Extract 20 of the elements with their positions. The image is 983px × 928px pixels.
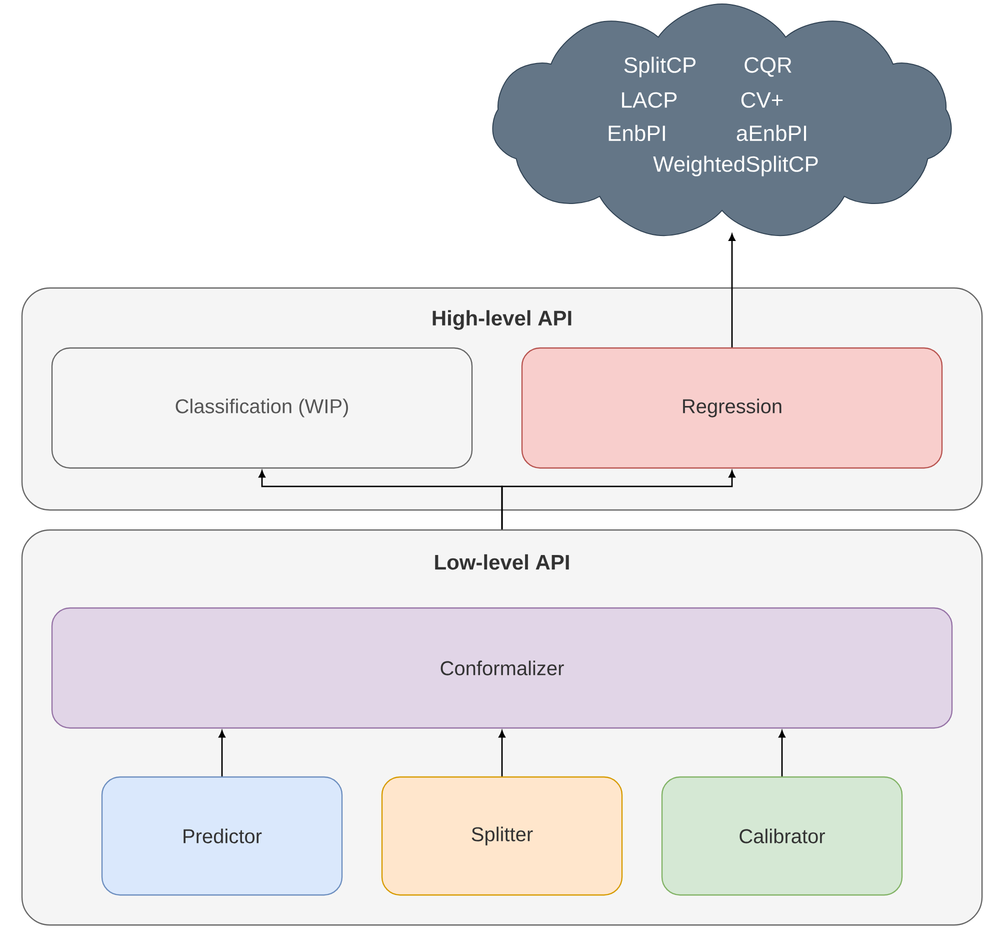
process-box: Conformalizer [51,607,953,729]
method-name: EnbPI [608,124,665,142]
method-name: LACP [622,92,677,108]
arrow [498,730,506,776]
method-name: CQR [744,57,792,77]
arrow [778,730,786,776]
process-box: Splitter [381,776,623,896]
method-name: CV+ [741,92,783,108]
method-name: WeightedSplitCP [653,156,818,176]
arrow [218,730,226,776]
panel-title: Low-level API [435,554,569,570]
method-name: aEnbPI [736,124,806,142]
process-box: Predictor [101,776,343,896]
arrow [501,470,736,530]
method-name: SplitCP [624,56,696,78]
arrow [728,234,736,348]
panel-title: High-level API [432,310,572,330]
process-box: Classification (WIP) [51,347,473,469]
process-box: Calibrator [661,776,903,896]
process-box: Regression [521,347,943,469]
